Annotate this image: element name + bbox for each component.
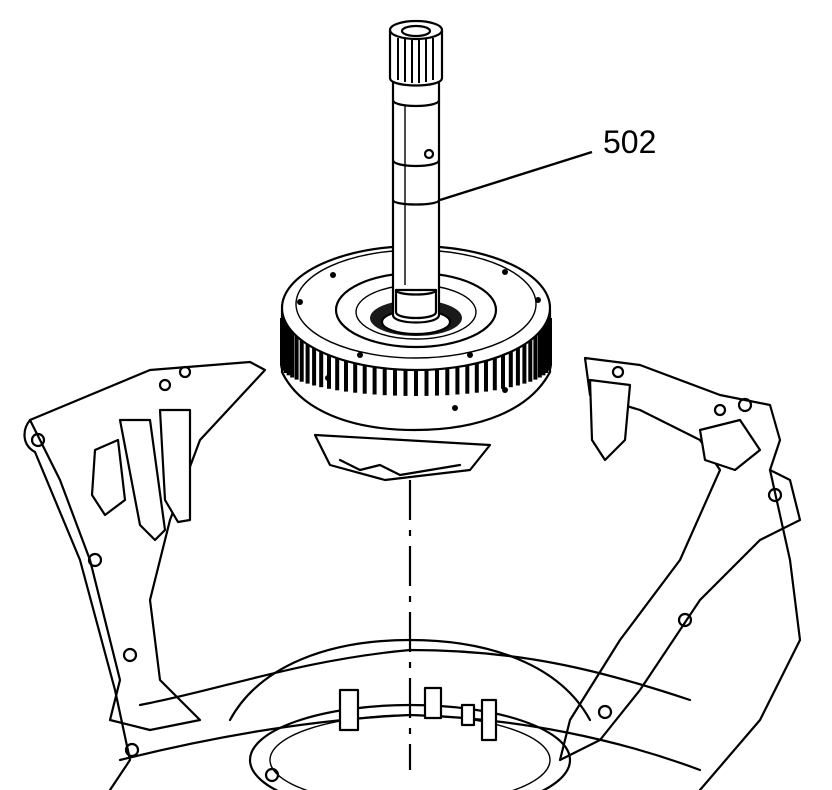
drum-spline-tooth (424, 347, 429, 396)
drum-spline-tooth (492, 342, 497, 391)
drum-spline-tooth (465, 345, 470, 394)
drum-spline-tooth (537, 329, 542, 378)
drum-spline-tooth (528, 333, 533, 382)
drum-spline-tooth (393, 347, 397, 396)
drum-spline-tooth (435, 347, 439, 396)
drum-spline-tooth (414, 348, 418, 396)
drum-spline-tooth (299, 333, 304, 382)
drum-spline-tooth (327, 340, 331, 389)
drum-spline-tooth (445, 347, 450, 396)
drum-spline-tooth (335, 342, 340, 391)
drum-spline-tooth (533, 331, 538, 380)
input-shaft (388, 19, 444, 324)
drum-spline-tooth (403, 347, 408, 396)
drum-spline-tooth (312, 337, 317, 386)
drum-spline-tooth (305, 335, 310, 384)
drum-spline-tooth (508, 339, 513, 388)
drum-spline-tooth (515, 337, 520, 386)
case-bolt-holes (30, 365, 783, 783)
drum-spline-tooth (544, 325, 549, 373)
drum-spline-tooth (522, 335, 527, 384)
drum-spline-tooth (541, 327, 546, 376)
drum-spline-tooth (372, 346, 377, 395)
callout-label: 502 (603, 124, 656, 160)
drum-spline-tooth (290, 329, 295, 378)
drum-spline-tooth (362, 345, 367, 394)
drum-spline-tooth (548, 318, 552, 366)
drum-spline-tooth (319, 339, 324, 388)
drum-spline-tooth (286, 327, 291, 376)
drum-spline-tooth (382, 347, 387, 396)
drum-spline-tooth (484, 343, 488, 392)
drum-spline-tooth (294, 331, 299, 380)
drum-splines (280, 318, 552, 396)
callout-502: 502 (439, 124, 656, 202)
transmission-case (23, 356, 802, 790)
callout-leader-line (439, 150, 593, 202)
drum-spline-tooth (501, 340, 505, 389)
drum-spline-tooth (353, 344, 358, 393)
drum-spline-tooth (283, 325, 288, 373)
drum-spline-tooth (344, 343, 348, 392)
drum-spline-tooth (455, 346, 460, 395)
drum-spline-tooth (474, 344, 479, 393)
drum-spline-tooth (281, 322, 286, 371)
